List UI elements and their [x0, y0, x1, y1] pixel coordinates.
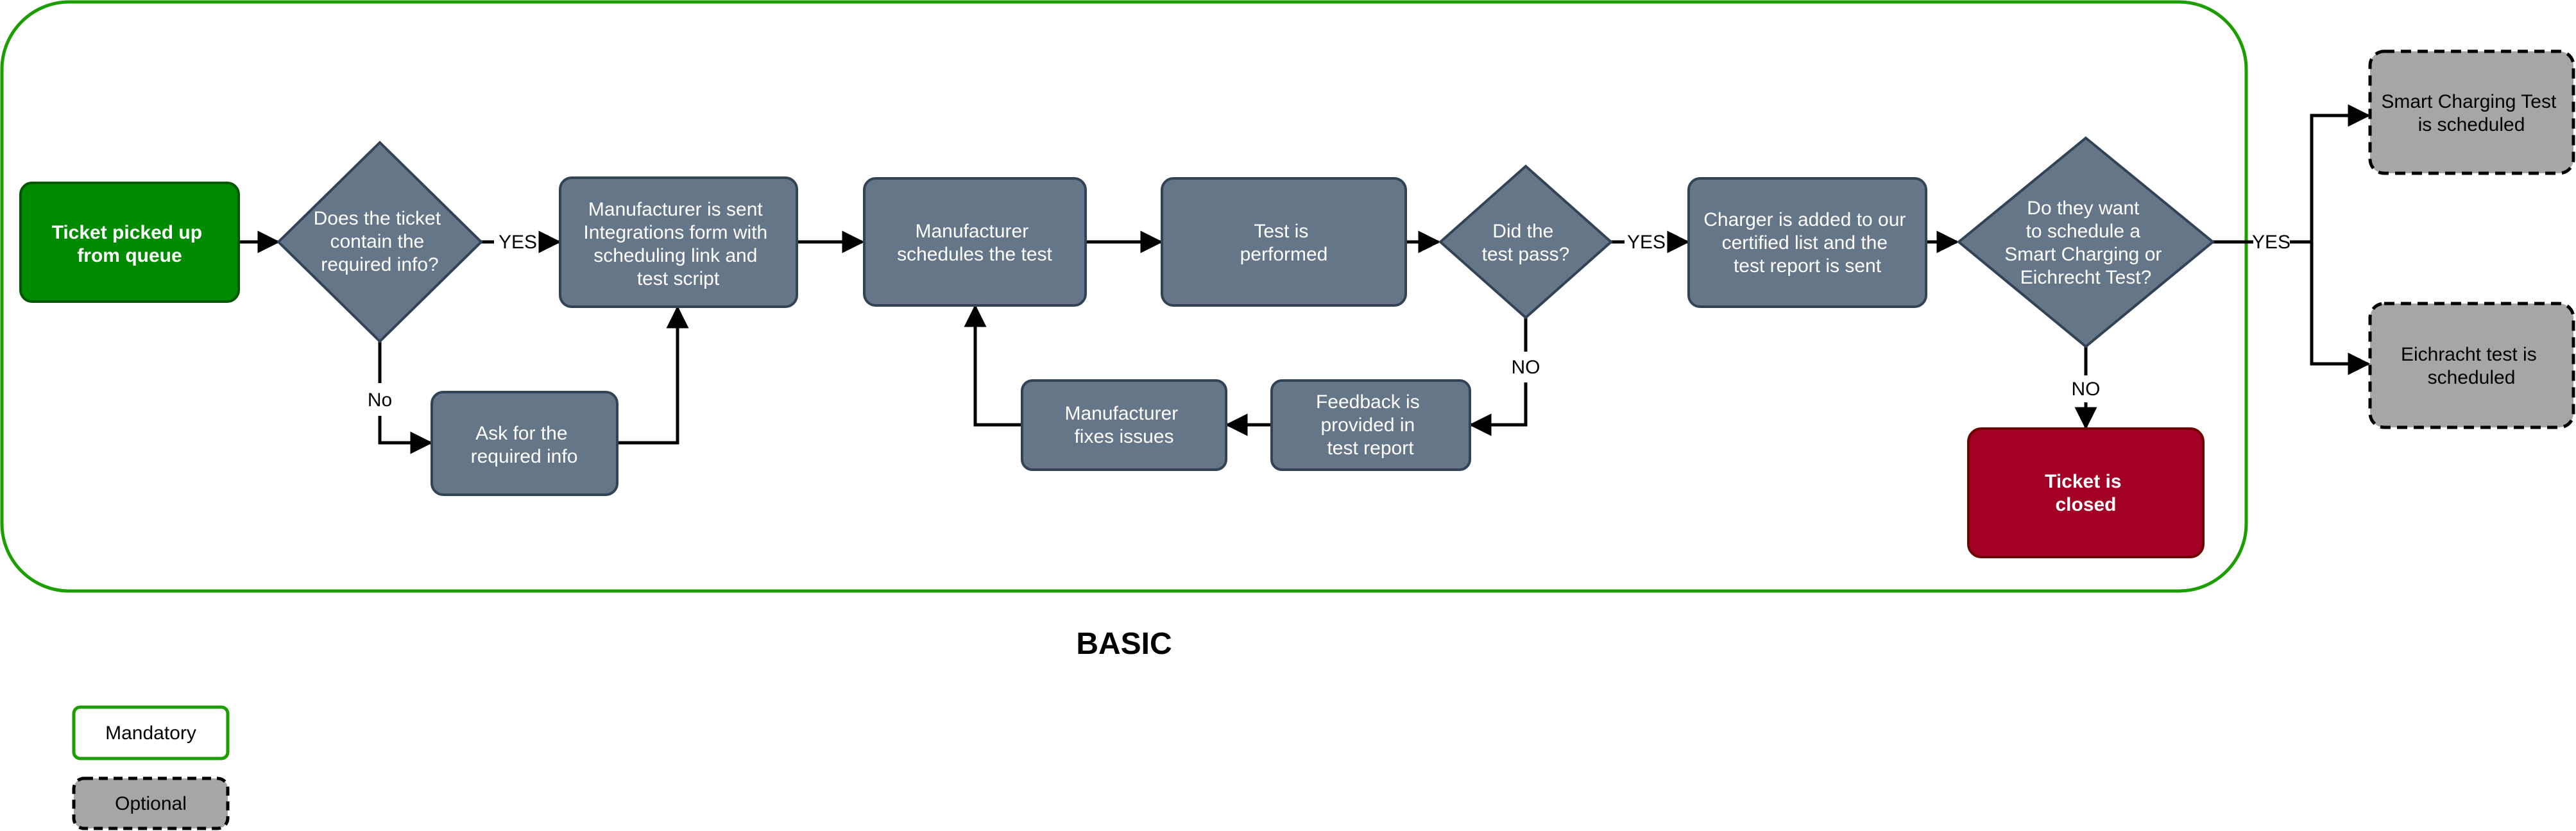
schedules-test-node[interactable]: Manufacturer schedules the test [863, 177, 1087, 307]
ask-info-line-2: required info [471, 446, 578, 467]
legend-mandatory: Mandatory [72, 705, 230, 760]
label-info-yes: YES [499, 232, 537, 253]
edge-fixes-to-schedule [964, 304, 1021, 427]
decision-schedule-node[interactable]: Do they want to schedule a Smart Chargin… [1956, 136, 2215, 348]
decision-pass-line-1: Did the [1492, 221, 1553, 242]
fixes-issues-line-1: Manufacturer [1064, 403, 1178, 424]
eichrecht-node[interactable]: Eichracht test is scheduled [2368, 302, 2575, 429]
svg-text:Ask for the required inf: Ask for the required info [471, 423, 578, 467]
legend-mandatory-label: Mandatory [105, 723, 196, 744]
svg-text:Ticket picked up from qu: Ticket picked up from queue [52, 222, 208, 266]
charger-added-line-3: test report is sent [1734, 255, 1882, 277]
test-performed-node[interactable]: Test is performed [1161, 177, 1407, 307]
smart-charging-line-1: Smart Charging Test [2381, 91, 2557, 112]
label-info-no: No [368, 390, 392, 411]
svg-text:Ticket is closed: Ticket is closed [2045, 471, 2127, 515]
ask-info-node[interactable]: Ask for the required info [431, 391, 618, 496]
feedback-line-2: provided in [1320, 415, 1415, 436]
legend: Mandatory Optional [72, 705, 230, 830]
svg-text:Do they want to schedule: Do they want to schedule a Smart Chargin… [2004, 198, 2167, 288]
svg-text:Manufacturer is sent Int: Manufacturer is sent Integrations form w… [583, 199, 772, 289]
fixes-issues-line-2: fixes issues [1074, 426, 1173, 447]
decision-schedule-line-1: Do they want [2027, 198, 2140, 219]
manufacturer-sent-line-4: test script [637, 268, 720, 289]
start-node-line-2: from queue [77, 245, 182, 266]
ticket-closed-node[interactable]: Ticket is closed [1967, 427, 2205, 558]
svg-text:Smart Charging Test is s: Smart Charging Test is scheduled [2381, 91, 2561, 135]
label-pass-yes: YES [1627, 232, 1666, 253]
charger-added-node[interactable]: Charger is added to our certified list a… [1687, 177, 1927, 308]
legend-optional: Optional [72, 776, 230, 830]
decision-schedule-line-4: Eichrecht Test? [2020, 267, 2152, 288]
feedback-line-1: Feedback is [1316, 391, 1420, 413]
ask-info-line-1: Ask for the [475, 423, 567, 444]
edges [239, 104, 2371, 445]
charger-added-line-1: Charger is added to our [1703, 209, 1906, 230]
section-title: BASIC [1076, 627, 1172, 661]
decision-pass-line-2: test pass? [1482, 244, 1570, 265]
eichrecht-line-2: scheduled [2428, 367, 2516, 388]
decision-schedule-line-2: to schedule a [2026, 221, 2141, 242]
decision-info-line-2: contain the [330, 231, 424, 252]
charger-added-line-2: certified list and the [1722, 232, 1888, 253]
svg-text:Manufacturer fixes issue: Manufacturer fixes issues [1064, 403, 1183, 447]
test-performed-line-2: performed [1240, 244, 1328, 265]
edge-ask-to-sent [617, 305, 689, 445]
eichrecht-line-1: Eichracht test is [2401, 344, 2537, 365]
manufacturer-sent-node[interactable]: Manufacturer is sent Integrations form w… [559, 176, 798, 308]
fixes-issues-node[interactable]: Manufacturer fixes issues [1021, 379, 1227, 471]
decision-info-node[interactable]: Does the ticket contain the required inf… [277, 141, 483, 343]
decision-schedule-line-3: Smart Charging or [2004, 244, 2162, 265]
svg-text:Does the ticket contain: Does the ticket contain the required inf… [314, 208, 447, 275]
label-pass-no: NO [1512, 357, 1540, 378]
ticket-closed-line-2: closed [2055, 494, 2116, 515]
smart-charging-line-2: is scheduled [2418, 114, 2525, 135]
svg-text:Eichracht test is schedu: Eichracht test is scheduled [2401, 344, 2542, 388]
feedback-node[interactable]: Feedback is provided in test report [1270, 379, 1471, 471]
basic-boundary [0, 0, 2248, 593]
test-performed-line-1: Test is [1254, 221, 1308, 242]
decision-info-line-3: required info? [321, 254, 438, 275]
manufacturer-sent-line-3: scheduling link and [593, 245, 757, 266]
svg-text:Test is performed: Test is performed [1240, 221, 1328, 265]
svg-text:Manufacturer schedules t: Manufacturer schedules the test [897, 221, 1052, 265]
edge-schedule-yes-eichrecht [2310, 242, 2371, 375]
schedules-test-line-2: schedules the test [897, 244, 1052, 265]
decision-info-line-1: Does the ticket [314, 208, 441, 229]
svg-text:Did the test pass?: Did the test pass? [1482, 221, 1570, 265]
svg-text:Charger is added to our: Charger is added to our certified list a… [1703, 209, 1911, 277]
start-node-line-1: Ticket picked up [52, 222, 203, 243]
smart-charging-node[interactable]: Smart Charging Test is scheduled [2368, 49, 2575, 175]
manufacturer-sent-line-1: Manufacturer is sent [588, 199, 763, 220]
schedules-test-line-1: Manufacturer [915, 221, 1028, 242]
start-node[interactable]: Ticket picked up from queue [19, 182, 240, 303]
edge-pass-no [1471, 318, 1528, 425]
edge-info-no [378, 341, 431, 443]
edge-schedule-yes-smart [2310, 104, 2371, 242]
manufacturer-sent-line-2: Integrations form with [583, 222, 767, 243]
svg-text:Feedback is provided in: Feedback is provided in test report [1316, 391, 1425, 459]
label-schedule-no: NO [2072, 379, 2101, 400]
label-schedule-yes: YES [2252, 232, 2290, 253]
decision-pass-node[interactable]: Did the test pass? [1438, 164, 1614, 320]
feedback-line-3: test report [1327, 438, 1414, 459]
legend-optional-label: Optional [115, 793, 187, 814]
ticket-closed-line-1: Ticket is [2045, 471, 2122, 492]
